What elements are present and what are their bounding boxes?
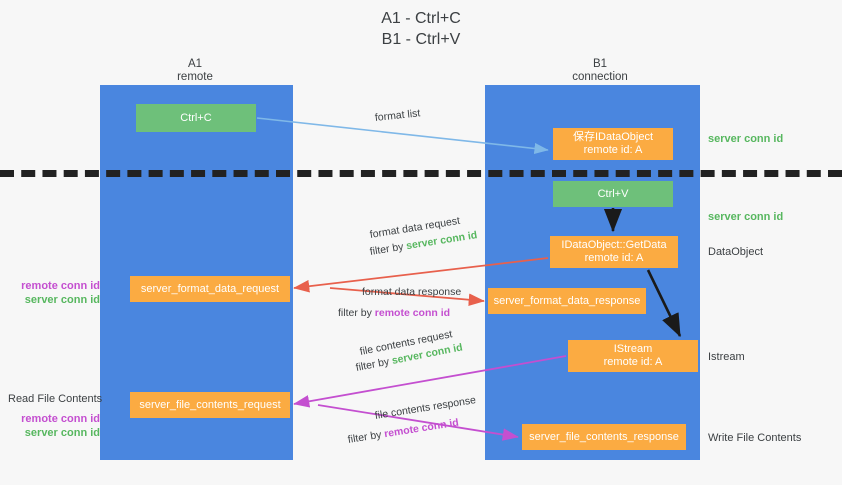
node-save-idataobject-title: 保存IDataObject [572, 131, 654, 143]
title-line-2: B1 - Ctrl+V [381, 31, 461, 48]
left-label-server-conn-id-1: server conn id [24, 294, 100, 306]
node-getdata-title: IDataObject::GetData [561, 239, 667, 251]
right-label-write-file-contents: Write File Contents [708, 432, 802, 444]
node-ctrl-v-label: Ctrl+V [597, 187, 629, 200]
edge-label-filter-remote-1: filter by remote conn id [338, 307, 450, 320]
left-label-read-file-contents: Read File Contents [8, 393, 103, 405]
node-getdata-subtitle: remote id: A [584, 252, 644, 264]
lane-b1-name: B1 [592, 58, 608, 70]
node-server-format-data-response-label: server_format_data_response [493, 294, 641, 307]
node-save-idataobject[interactable]: 保存IDataObject remote id: A [553, 128, 673, 160]
node-server-format-data-request-label: server_format_data_request [140, 282, 280, 295]
right-label-istream: Istream [708, 351, 745, 363]
node-server-file-contents-response[interactable]: server_file_contents_response [522, 424, 686, 450]
left-label-remote-conn-id-1: remote conn id [21, 280, 100, 292]
node-server-file-contents-request-label: server_file_contents_request [139, 398, 281, 411]
arrow-format-data-response [329, 287, 485, 306]
divider-dashed-line [0, 170, 842, 177]
arrow-file-contents-request [293, 355, 567, 408]
node-server-file-contents-request[interactable]: server_file_contents_request [130, 392, 290, 418]
left-label-conn-id-pair-2: remote conn id server conn id [8, 412, 100, 440]
right-label-server-conn-id-mid: server conn id [708, 211, 784, 223]
left-label-remote-conn-id-2: remote conn id [21, 413, 100, 425]
left-label-conn-id-pair-1: remote conn id server conn id [8, 279, 100, 307]
lane-a1-name: A1 [187, 58, 203, 70]
page-title: A1 - Ctrl+C B1 - Ctrl+V [0, 8, 842, 50]
node-istream[interactable]: IStream remote id: A [568, 340, 698, 372]
node-save-idataobject-subtitle: remote id: A [583, 144, 643, 156]
node-server-format-data-request[interactable]: server_format_data_request [130, 276, 290, 302]
node-ctrl-c-label: Ctrl+C [180, 111, 212, 124]
arrow-file-contents-response [317, 404, 519, 441]
node-server-format-data-response[interactable]: server_format_data_response [488, 288, 646, 314]
filter-value-remote-1: remote conn id [374, 307, 451, 319]
node-istream-title: IStream [613, 343, 653, 355]
node-ctrl-c[interactable]: Ctrl+C [136, 104, 256, 132]
right-label-server-conn-id-top: server conn id [708, 133, 784, 145]
title-line-1: A1 - Ctrl+C [381, 10, 461, 27]
edge-label-format-data-response-text: format data response [362, 286, 462, 298]
filter-prefix-2: filter by [338, 307, 375, 319]
node-istream-subtitle: remote id: A [603, 356, 663, 368]
lane-a1-sub: remote [177, 71, 213, 83]
node-idataobject-getdata[interactable]: IDataObject::GetData remote id: A [550, 236, 678, 268]
arrow-format-list [256, 117, 549, 155]
right-label-data-object: DataObject [708, 246, 764, 258]
arrow-getdata-to-istream [646, 269, 682, 338]
left-label-server-conn-id-2: server conn id [24, 427, 100, 439]
node-server-file-contents-response-label: server_file_contents_response [529, 430, 679, 443]
lane-header-a1: A1 remote [130, 58, 260, 84]
node-ctrl-v[interactable]: Ctrl+V [553, 181, 673, 207]
arrow-format-data-request [293, 257, 549, 293]
lane-b1-sub: connection [572, 71, 628, 83]
lane-header-b1: B1 connection [535, 58, 665, 84]
edge-label-format-data-response: format data response [362, 286, 461, 299]
